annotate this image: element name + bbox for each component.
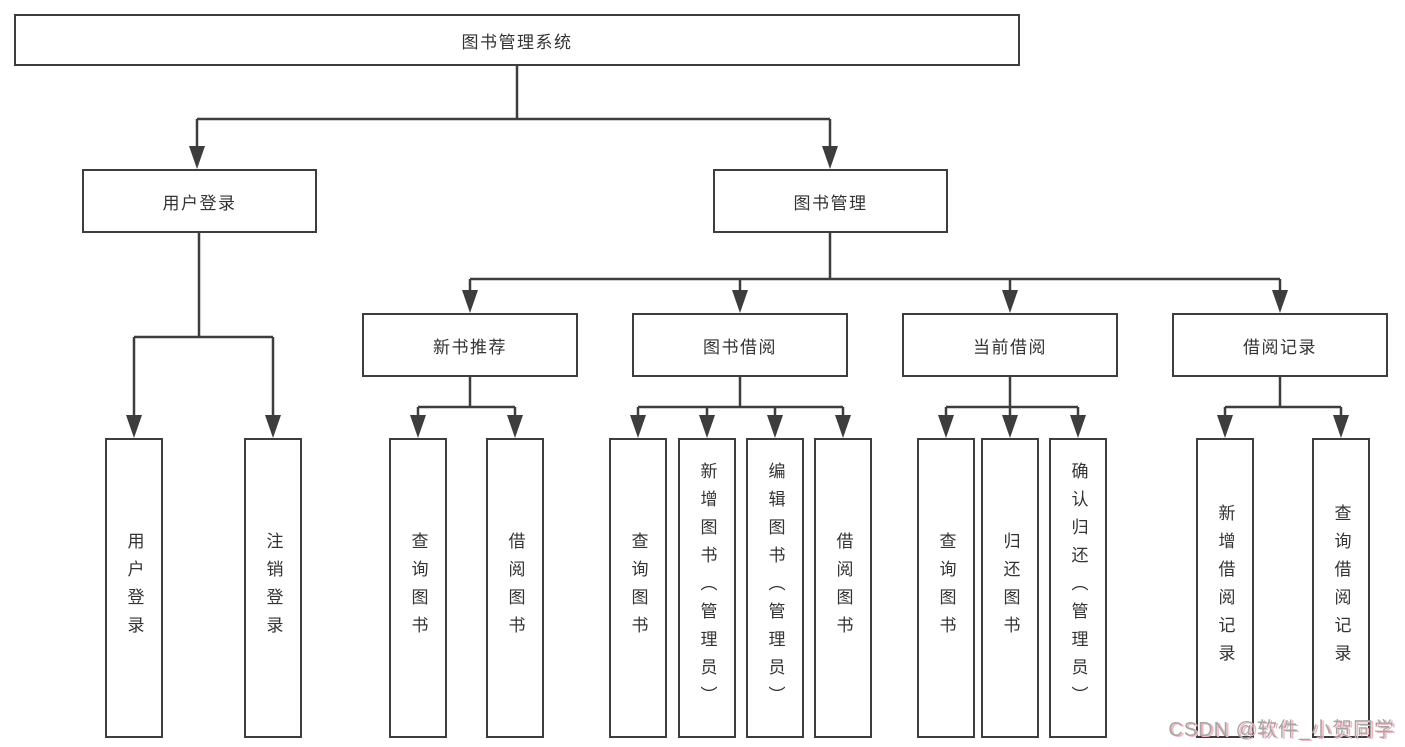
leaf-user-login: 用户登录 (105, 438, 163, 738)
leaf-nbr-query-books: 查询图书 (389, 438, 447, 738)
leaf-nbr-borrow-books: 借阅图书 (486, 438, 544, 738)
node-new-book-recommend: 新书推荐 (362, 313, 578, 377)
connector-current-borrowing (938, 377, 1086, 438)
leaf-cb-confirm-return-admin: 确认归还（管理员） (1049, 438, 1107, 738)
connector-user-login (126, 233, 281, 438)
node-book-borrowing: 图书借阅 (632, 313, 848, 377)
connector-new-book-recommend (410, 377, 523, 438)
leaf-logout-login: 注销登录 (244, 438, 302, 738)
leaf-br-query-borrow-record: 查询借阅记录 (1312, 438, 1370, 738)
leaf-cb-query-books: 查询图书 (917, 438, 975, 738)
node-library-system: 图书管理系统 (14, 14, 1020, 66)
leaf-br-add-borrow-record: 新增借阅记录 (1196, 438, 1254, 738)
connector-book-management (462, 233, 1288, 313)
connector-borrowing-records (1217, 377, 1349, 438)
leaf-bb-borrow-books: 借阅图书 (814, 438, 872, 738)
connector-book-borrowing (630, 377, 851, 438)
node-user-login: 用户登录 (82, 169, 317, 233)
leaf-bb-add-books-admin: 新增图书（管理员） (678, 438, 736, 738)
watermark: CSDN @软件_小贺同学 (1168, 719, 1395, 741)
leaf-bb-edit-books-admin: 编辑图书（管理员） (746, 438, 804, 738)
leaf-bb-query-books: 查询图书 (609, 438, 667, 738)
connector-root (189, 66, 838, 169)
node-book-management: 图书管理 (713, 169, 948, 233)
node-borrowing-records: 借阅记录 (1172, 313, 1388, 377)
node-current-borrowing: 当前借阅 (902, 313, 1118, 377)
leaf-cb-return-books: 归还图书 (981, 438, 1039, 738)
